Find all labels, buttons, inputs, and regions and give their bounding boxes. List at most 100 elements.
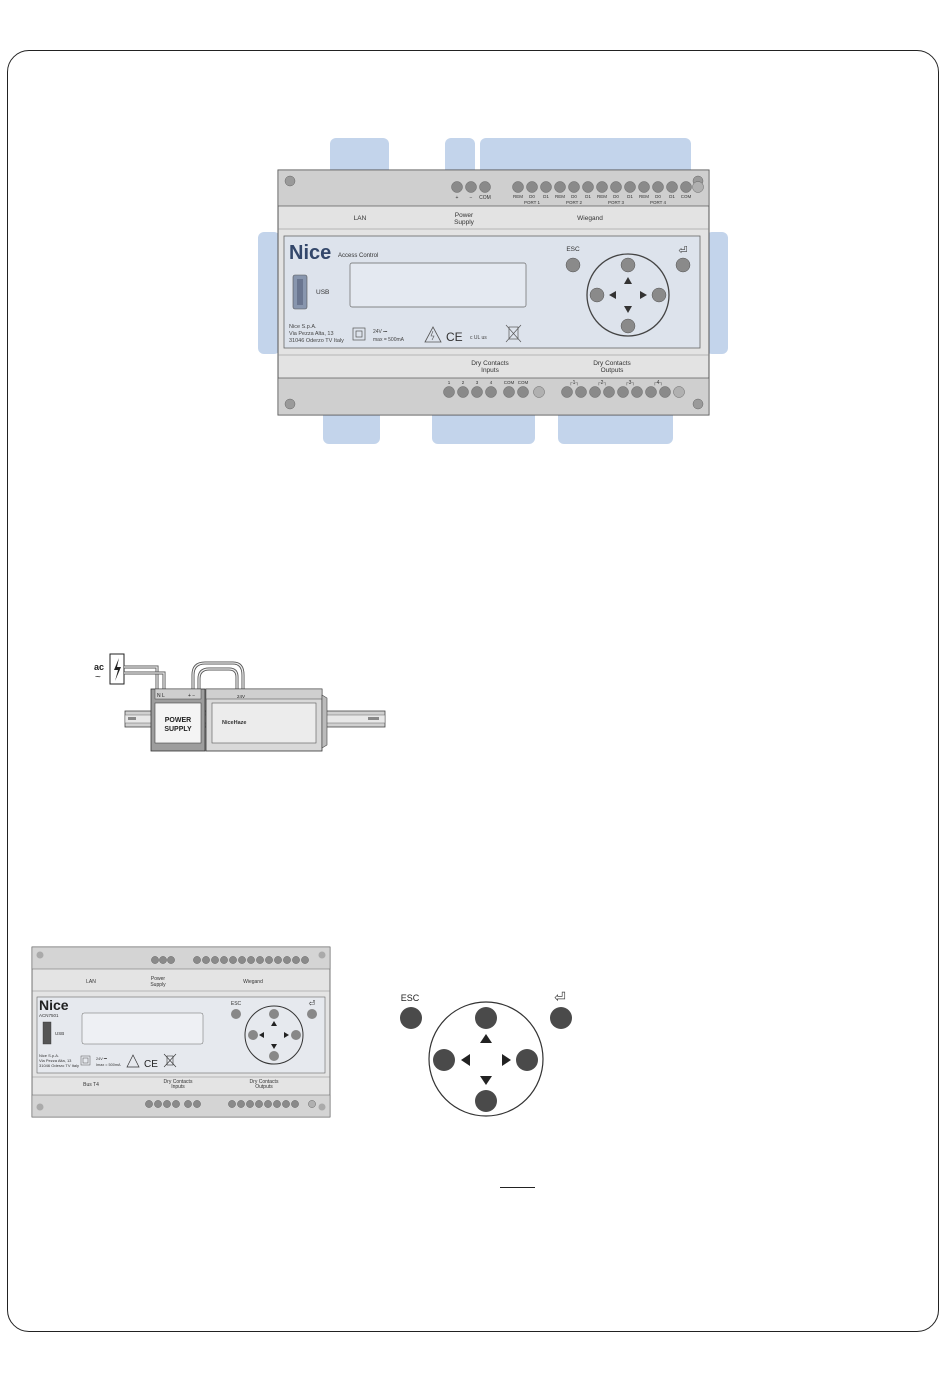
s-model: ACN7501 [39,1013,59,1018]
keypad-down-button [475,1090,497,1112]
small-input-terminal [184,1100,192,1108]
wiegand-terminal-label: D1 [627,194,633,199]
short-rule [500,1187,535,1188]
power-terminal-label: COM [479,195,491,201]
output-group-label: ┌3┐ [625,380,635,386]
dpad-down-button [620,318,636,334]
wiegand-terminal [512,181,524,193]
s-usb-label: USB [55,1031,64,1036]
input-terminal-label: 2 [462,380,465,385]
input-terminal [485,386,497,398]
arrow-up-icon [624,277,632,284]
arrow-right-icon [640,291,647,299]
output-terminal [617,386,629,398]
s-label-outputs-1: Dry Contacts [250,1079,279,1085]
wiegand-terminal [596,181,608,193]
power-terminal [479,181,491,193]
power-terminal-label: + [456,195,459,201]
label-outputs-1: Dry Contacts [593,360,631,367]
wiegand-terminal-label: D0 [571,194,577,199]
s-label-inputs-2: Inputs [171,1084,185,1090]
label-power: Power [455,212,474,219]
keypad-up-button [475,1007,497,1029]
small-wiegand-terminal [238,956,246,964]
s-company-3: 31046 Oderzo TV Italy [39,1063,79,1068]
wiegand-terminal [610,181,622,193]
keypad-dpad-ring [428,1001,544,1117]
small-wiegand-terminal [211,956,219,964]
wiegand-terminal-label: D1 [669,194,675,199]
s-lcd-display [81,1012,204,1045]
arrow-down-icon [624,306,632,313]
small-wiegand-terminal [202,956,210,964]
small-power-terminal [159,956,167,964]
dpad-left-button [589,287,605,303]
power-terminal [465,181,477,193]
label-outputs-2: Outputs [601,367,625,374]
company-line-1: Nice S.p.A. [289,324,317,330]
small-input-terminal [163,1100,171,1108]
input-terminal-label: 4 [490,380,493,385]
s-label-bus: Bus T4 [83,1082,99,1088]
wiegand-terminal [540,181,552,193]
small-output-terminal [273,1100,281,1108]
small-wiegand-terminal [283,956,291,964]
small-wiegand-terminal [220,956,228,964]
company-line-2: Via Pezza Alta, 13 [289,331,334,337]
small-wiegand-terminal [265,956,273,964]
esc-label: ESC [566,246,580,253]
port-label: PORT 4 [650,200,667,205]
wiegand-terminal-label: REM [513,194,523,199]
input-terminal-label: 3 [476,380,479,385]
s-label-lan: LAN [86,979,96,985]
wiegand-terminal [568,181,580,193]
port-label: PORT 3 [608,200,625,205]
wiegand-terminal [652,181,664,193]
s-rating-1: 24V ⎓ [96,1057,107,1061]
wiegand-terminal-label: REM [639,194,649,199]
ac-symbol: ~ [95,672,101,683]
s-label-outputs-2: Outputs [255,1084,273,1090]
wiegand-terminal-label: COM [681,194,692,199]
label-inputs-2: Inputs [481,367,499,374]
enter-label: ⏎ [678,245,687,257]
small-wiegand-terminal [256,956,264,964]
small-input-terminal [172,1100,180,1108]
ps-label-2: SUPPLY [164,726,192,733]
spare-terminal [533,386,545,398]
ul-mark: c UL us [470,335,487,341]
brand-subtitle: Access Control [338,253,378,259]
esc-button [565,257,581,273]
dpad-right-button [651,287,667,303]
input-terminal [503,386,515,398]
spare-terminal [673,386,685,398]
lightning-icon [114,658,121,681]
rating-line-1: 24V ⎓ [373,329,387,335]
s-label-wiegand: Wiegand [243,979,263,985]
input-terminal [471,386,483,398]
zone-right [706,232,728,354]
input-terminal [457,386,469,398]
company-line-3: 31046 Oderzo TV Italy [289,338,344,344]
power-terminal [451,181,463,193]
keypad-esc-button [400,1007,422,1029]
small-output-terminal [291,1100,299,1108]
output-terminal [659,386,671,398]
s-label-power: Power [151,976,166,982]
keypad-right-button [516,1049,538,1071]
s-enter-button [307,1009,317,1019]
output-terminal [561,386,573,398]
s-weee-icon [163,1053,177,1068]
small-output-terminal [246,1100,254,1108]
input-terminal-label: 1 [448,380,451,385]
s-company-2: Via Pezza Alta, 13 [39,1058,72,1063]
s-ce-mark: CE [144,1059,158,1070]
s-label-inputs-1: Dry Contacts [164,1079,193,1085]
small-input-terminal [193,1100,201,1108]
small-wiegand-terminal [301,956,309,964]
wiegand-terminal [680,181,692,193]
small-output-terminal [282,1100,290,1108]
